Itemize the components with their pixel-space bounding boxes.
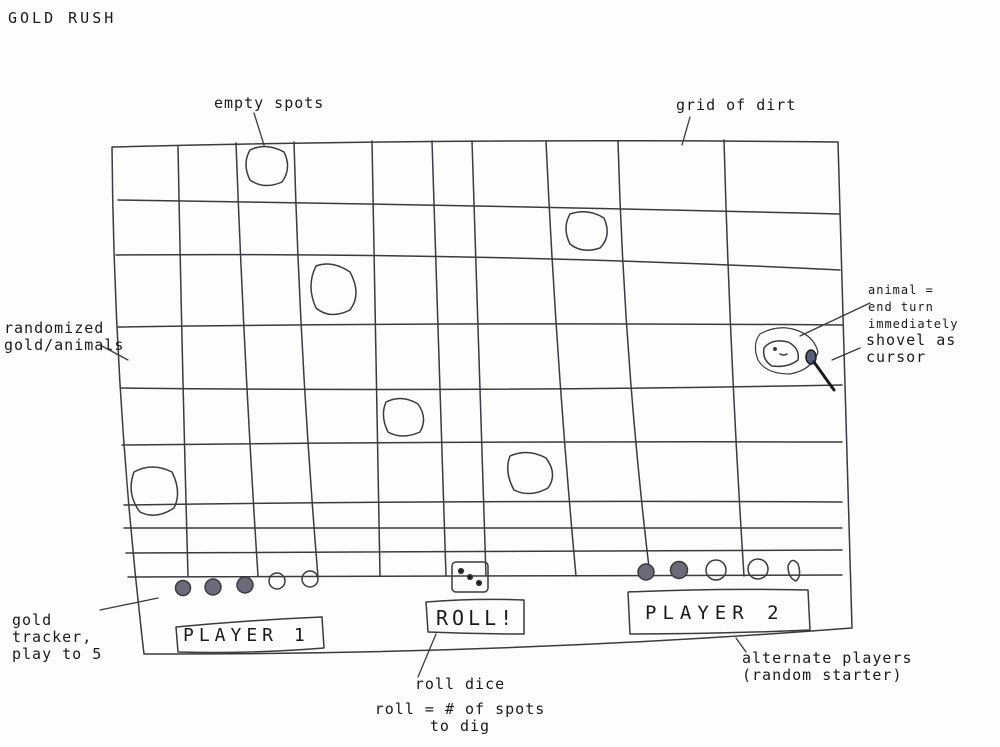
player2-button[interactable]: PLAYER 2 <box>645 602 785 624</box>
annotation-line: animal = <box>868 283 934 297</box>
player2-gold-tracker <box>637 558 801 582</box>
leader-lines <box>99 112 871 678</box>
annotation-line: play to 5 <box>12 645 103 663</box>
board-outline <box>111 140 853 655</box>
annotation-line: tracker, <box>12 628 93 646</box>
gold-tracker-annotation: gold tracker, play to 5 <box>12 612 112 663</box>
annotation-line: cursor <box>866 348 927 366</box>
randomized-annotation: randomized gold/animals <box>4 319 125 354</box>
shovel-annotation: shovel as cursor <box>866 332 966 366</box>
annotation-line: gold <box>12 611 53 629</box>
animal-annotation: animal = end turn immediately <box>868 282 1000 333</box>
player1-button-box[interactable] <box>175 616 325 654</box>
annotation-line: (random starter) <box>742 666 903 684</box>
annotation-line: gold/animals <box>4 336 125 354</box>
shovel-icon[interactable] <box>805 349 836 392</box>
player1-button[interactable]: PLAYER 1 <box>183 625 310 646</box>
annotation-line: randomized <box>4 319 105 337</box>
annotation-line: end turn immediately <box>868 300 959 331</box>
roll-button-box[interactable] <box>425 598 525 635</box>
alternate-players-annotation: alternate players (random starter) <box>742 650 922 684</box>
page-title: GOLD RUSH <box>8 9 117 27</box>
empty-spot <box>310 263 357 316</box>
annotation-line: alternate players <box>742 649 913 667</box>
annotation-line: shovel as <box>866 331 957 349</box>
empty-spot <box>507 451 554 495</box>
grid-of-dirt <box>115 139 843 578</box>
player2-button-box[interactable] <box>627 588 811 635</box>
empty-spot <box>565 211 608 251</box>
grid-of-dirt-annotation: grid of dirt <box>676 96 797 114</box>
roll-dice-annotation: roll dice roll = # of spots to dig <box>360 676 560 735</box>
empty-spots <box>130 145 608 516</box>
empty-spot <box>245 145 289 187</box>
player1-gold-tracker <box>174 570 319 597</box>
die-icon <box>451 561 489 593</box>
roll-button[interactable]: ROLL! <box>436 606 517 630</box>
annotation-line: roll = # of spots to dig <box>374 700 546 735</box>
animal-icon <box>754 327 819 375</box>
empty-spots-annotation: empty spots <box>214 94 325 112</box>
annotation-line: roll dice <box>414 675 506 693</box>
empty-spot <box>382 397 425 437</box>
empty-spot <box>130 466 179 516</box>
